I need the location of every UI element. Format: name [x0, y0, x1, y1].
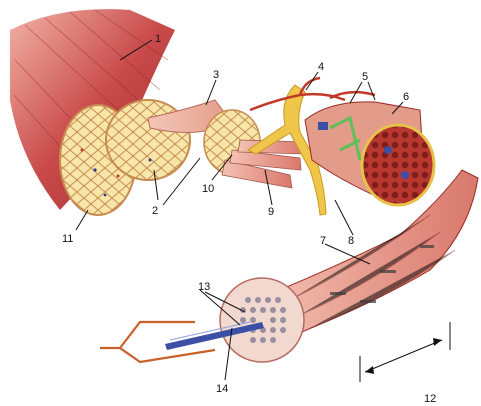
label-4: 4: [318, 61, 324, 73]
single-muscle-fiber: [220, 170, 478, 362]
length-arrow: [360, 322, 450, 382]
label-8: 8: [348, 235, 354, 247]
label-14: 14: [216, 383, 228, 395]
label-5: 5: [362, 71, 368, 83]
label-3: 3: [213, 69, 219, 81]
label-6: 6: [403, 91, 409, 103]
muscle-fiber-3d: [305, 102, 434, 205]
label-13: 13: [198, 281, 210, 293]
label-10: 10: [202, 183, 214, 195]
label-11: 11: [62, 233, 73, 245]
label-9: 9: [268, 206, 274, 218]
label-1: 1: [155, 33, 161, 45]
label-2: 2: [152, 205, 158, 217]
label-7: 7: [320, 235, 326, 247]
label-12: 12: [424, 393, 436, 405]
